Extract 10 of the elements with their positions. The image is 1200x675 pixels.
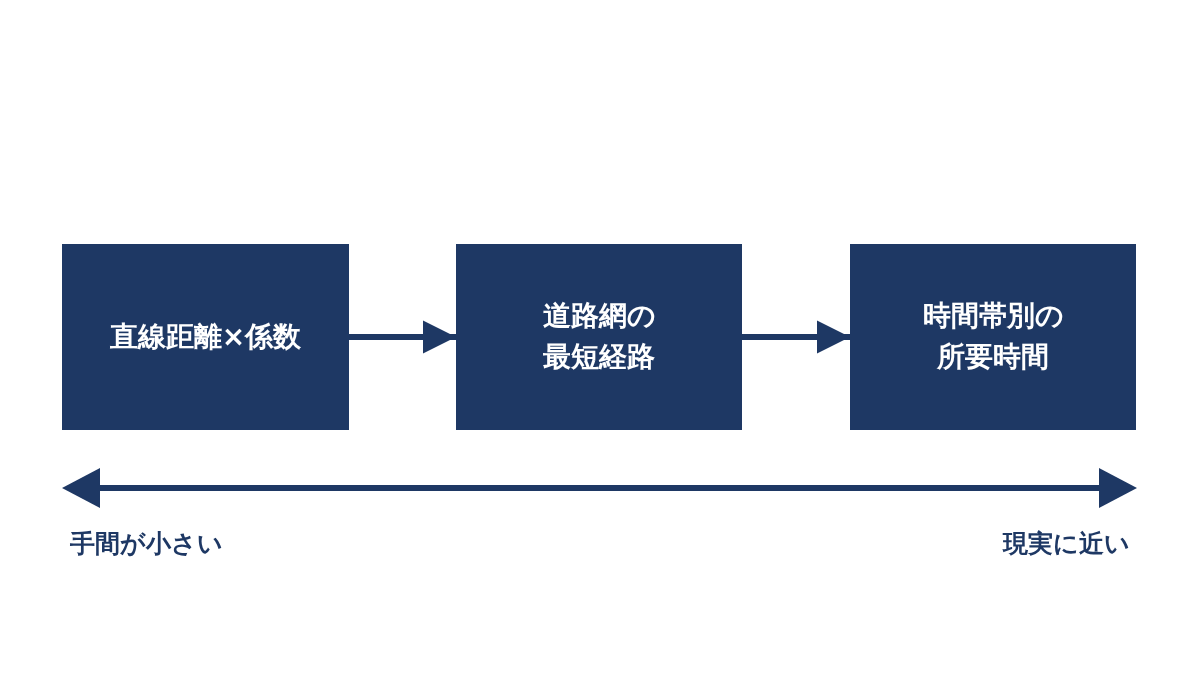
box-label: 道路網の最短経路 bbox=[541, 298, 657, 375]
process-box bbox=[850, 244, 1136, 430]
arrow bbox=[349, 320, 456, 354]
process-box bbox=[62, 244, 349, 430]
box-label: 時間帯別の所要時間 bbox=[921, 298, 1065, 375]
box-label: 直線距離×係数 bbox=[108, 318, 303, 355]
scale-label: 手間が小さい bbox=[70, 528, 223, 560]
process-box bbox=[456, 244, 742, 430]
scale-label: 現実に近い bbox=[1003, 528, 1130, 560]
arrow bbox=[742, 320, 850, 354]
